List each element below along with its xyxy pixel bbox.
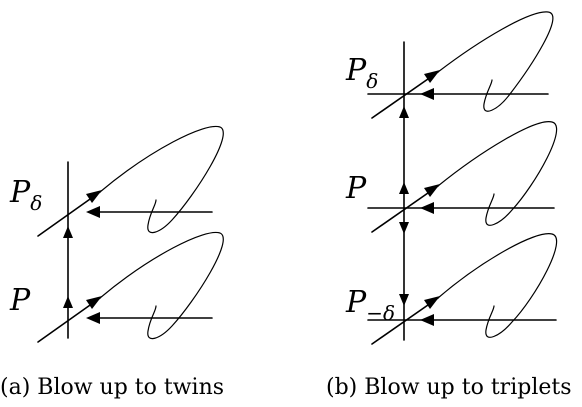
arrowhead-left (420, 314, 434, 326)
panel-a-crossing-bottom (37, 231, 224, 343)
panel-a: Pδ P (a) Blow up to twins (0, 125, 224, 400)
panel-b-label-bottom: P−δ (345, 285, 395, 325)
panel-a-bottom-up-arrow (63, 296, 73, 308)
arrowhead-diag (86, 190, 102, 203)
loop (99, 125, 224, 234)
panel-a-caption: (a) Blow up to twins (0, 375, 224, 400)
panel-b-crossing-bottom (367, 233, 558, 345)
panel-a-label-top: Pδ (9, 175, 42, 215)
panel-b-down-arrow-bottom (399, 294, 409, 306)
panel-b: Pδ P P−δ (b) Blow up to triplets (326, 11, 572, 400)
loop (99, 231, 224, 340)
panel-b-label-top: Pδ (345, 53, 378, 93)
loop (437, 121, 558, 226)
panel-b-up-arrow-upper (399, 106, 409, 118)
panel-b-down-arrow-lower (399, 222, 409, 234)
arrowhead-diag (424, 70, 440, 83)
panel-b-up-arrow-middle (399, 182, 409, 194)
loop (437, 11, 554, 112)
panel-b-label-middle: P (345, 171, 367, 206)
arrowhead-diag (86, 296, 102, 309)
panel-a-label-bottom: P (9, 283, 31, 318)
arrowhead-left (86, 206, 100, 218)
loop (437, 233, 558, 338)
arrowhead-left (420, 202, 434, 214)
arrowhead-left (420, 88, 434, 100)
arrowhead-left (86, 312, 100, 324)
panel-b-crossing-middle (367, 121, 558, 233)
arrowhead-diag (424, 184, 440, 197)
panel-b-crossing-top (367, 11, 554, 119)
panel-b-caption: (b) Blow up to triplets (326, 375, 572, 400)
panel-a-up-arrow (63, 226, 73, 238)
arrowhead-diag (424, 296, 440, 309)
panel-a-crossing-top (37, 125, 224, 237)
